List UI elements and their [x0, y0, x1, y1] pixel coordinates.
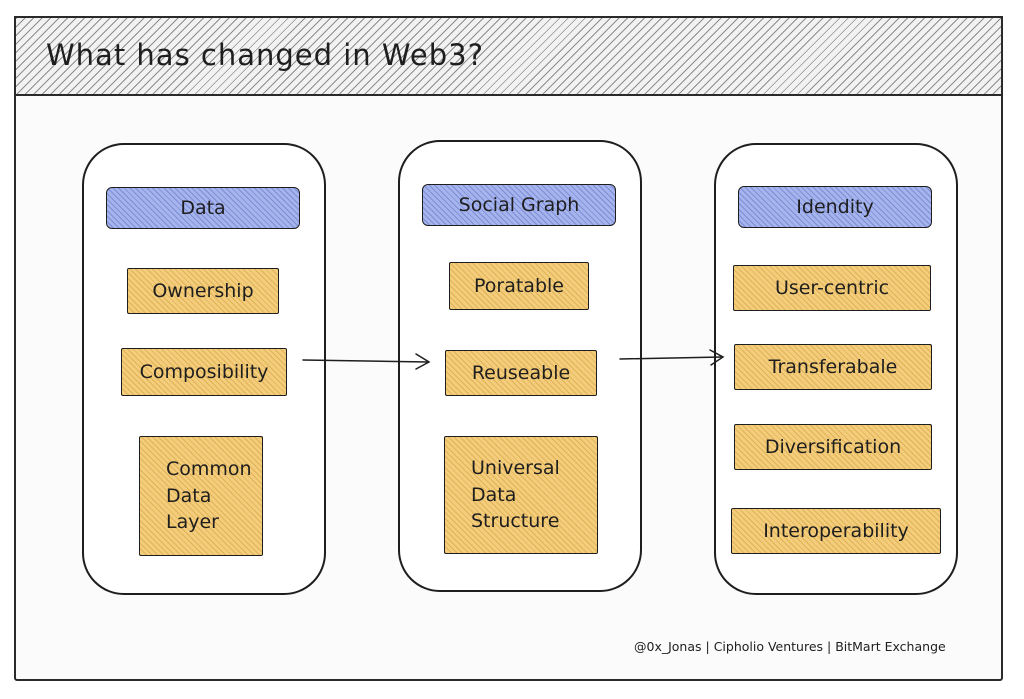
title-bar — [14, 16, 1003, 96]
multiline-word: Data — [166, 484, 212, 507]
column-social-graph-item-universal-data-structure: Universal Data Structure — [444, 436, 598, 554]
attribution-credit: @0x_Jonas | Cipholio Ventures | BitMart … — [634, 639, 946, 654]
diagram-title: What has changed in Web3? — [46, 38, 484, 72]
column-identity-item-user-centric: User-centric — [733, 265, 931, 311]
column-social-graph-item-reuseable: Reuseable — [445, 350, 597, 396]
column-data-header: Data — [106, 187, 300, 229]
multiline-word: Universal — [471, 457, 560, 480]
multiline-word: Layer — [166, 511, 219, 534]
column-data-item-composibility: Composibility — [121, 348, 287, 396]
column-data-item-ownership: Ownership — [127, 268, 279, 314]
multiline-word: Structure — [471, 510, 560, 533]
multiline-word: Common — [166, 458, 252, 481]
column-social-graph-item-poratable: Poratable — [449, 262, 589, 310]
column-identity-item-transferabale: Transferabale — [734, 344, 932, 390]
column-identity-header: Idendity — [738, 186, 932, 228]
column-identity-item-diversification: Diversification — [734, 424, 932, 470]
column-social-graph-header: Social Graph — [422, 184, 616, 226]
column-identity-item-interoperability: Interoperability — [731, 508, 941, 554]
multiline-word: Data — [471, 483, 517, 506]
column-data-item-common-data-layer: Common Data Layer — [139, 436, 263, 556]
